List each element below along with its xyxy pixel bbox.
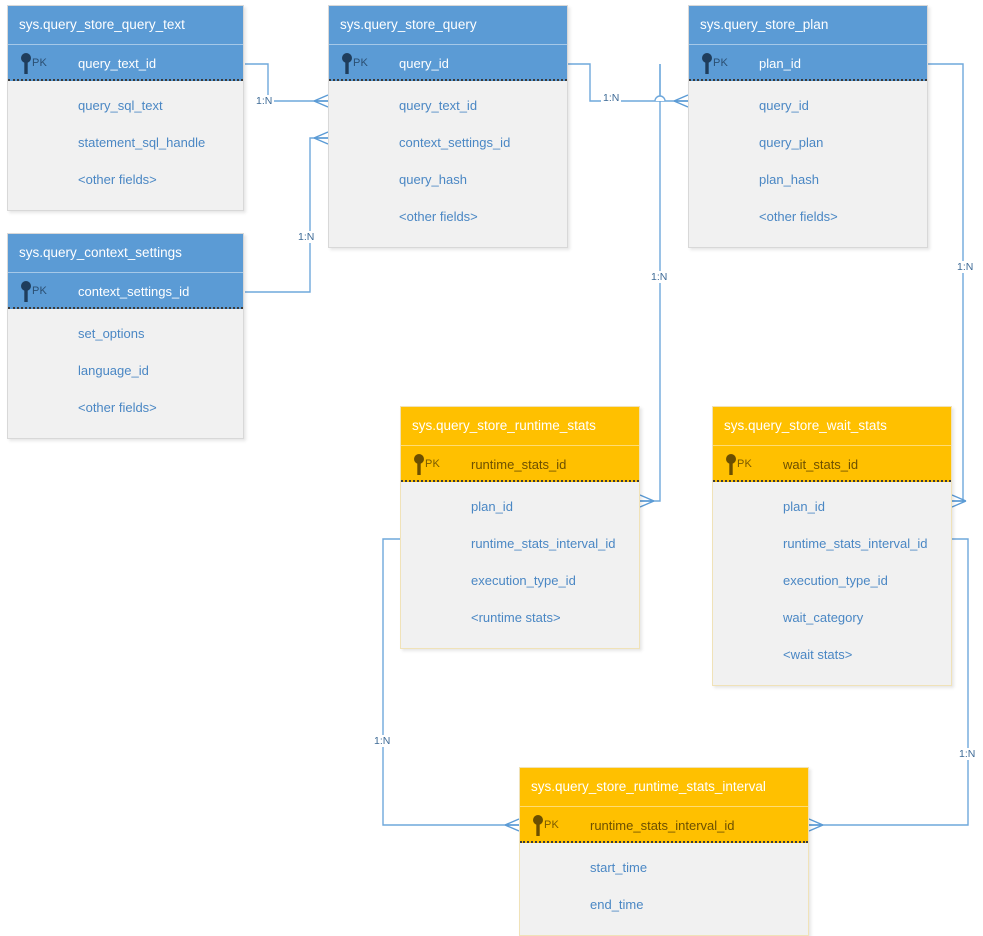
- key-icon: [21, 53, 31, 74]
- entity-title: sys.query_store_runtime_stats_interval: [520, 768, 808, 806]
- entity-field: execution_type_id: [783, 573, 888, 588]
- entity-field-list: query_text_id context_settings_id query_…: [329, 81, 567, 247]
- pk-badge: PK: [737, 458, 753, 470]
- entity-query-store-wait-stats[interactable]: sys.query_store_wait_stats PK wait_stats…: [712, 406, 952, 686]
- entity-title: sys.query_store_plan: [689, 6, 927, 44]
- key-icon: [702, 53, 712, 74]
- pk-badge: PK: [544, 819, 560, 831]
- pk-badge: PK: [32, 285, 48, 297]
- pk-field-name: query_id: [399, 56, 449, 71]
- edge-context-settings-to-query: [245, 137, 328, 293]
- entity-field-list: plan_id runtime_stats_interval_id execut…: [401, 482, 639, 648]
- edge-label-context-settings-to-query: 1:N: [296, 231, 317, 243]
- entity-field: context_settings_id: [399, 135, 511, 150]
- entity-field: <other fields>: [759, 209, 838, 224]
- entity-field: query_sql_text: [78, 98, 163, 113]
- entity-field: <other fields>: [78, 400, 157, 415]
- entity-query-store-runtime-stats-interval[interactable]: sys.query_store_runtime_stats_interval P…: [519, 767, 809, 936]
- entity-field: plan_id: [471, 499, 513, 514]
- entity-title: sys.query_context_settings: [8, 234, 243, 272]
- entity-field-list: set_options language_id <other fields>: [8, 309, 243, 438]
- pk-field-name: wait_stats_id: [783, 457, 859, 472]
- entity-field-list: plan_id runtime_stats_interval_id execut…: [713, 482, 951, 685]
- entity-query-store-plan[interactable]: sys.query_store_plan PK plan_id query_id…: [688, 5, 928, 248]
- entity-primary-key-row: PK query_id: [329, 44, 567, 81]
- entity-query-store-query-text[interactable]: sys.query_store_query_text PK query_text…: [7, 5, 244, 211]
- pk-field-name: runtime_stats_id: [471, 457, 567, 472]
- key-icon: [414, 454, 424, 475]
- entity-primary-key-row: PK runtime_stats_id: [401, 445, 639, 482]
- entity-field-list: query_id query_plan plan_hash <other fie…: [689, 81, 927, 247]
- edge-label-query-text-to-query: 1:N: [254, 95, 275, 107]
- pk-field-name: plan_id: [759, 56, 801, 71]
- pk-field-name: query_text_id: [78, 56, 157, 71]
- pk-field-name: runtime_stats_interval_id: [590, 818, 735, 833]
- entity-field: query_hash: [399, 172, 467, 187]
- edge-label-plan-to-runtime-stats: 1:N: [649, 271, 670, 283]
- entity-title: sys.query_store_runtime_stats: [401, 407, 639, 445]
- entity-title: sys.query_store_wait_stats: [713, 407, 951, 445]
- pk-field-name: context_settings_id: [78, 284, 190, 299]
- entity-field: start_time: [590, 860, 648, 875]
- entity-field: query_id: [759, 98, 809, 113]
- entity-field-list: query_sql_text statement_sql_handle <oth…: [8, 81, 243, 210]
- entity-field: runtime_stats_interval_id: [783, 536, 928, 551]
- edge-label-plan-to-wait-stats: 1:N: [955, 261, 976, 273]
- entity-primary-key-row: PK query_text_id: [8, 44, 243, 81]
- entity-title: sys.query_store_query: [329, 6, 567, 44]
- entity-field: plan_hash: [759, 172, 819, 187]
- pk-badge: PK: [32, 57, 48, 69]
- entity-field: <other fields>: [78, 172, 157, 187]
- entity-field: set_options: [78, 326, 145, 341]
- pk-badge: PK: [713, 57, 729, 69]
- entity-primary-key-row: PK context_settings_id: [8, 272, 243, 309]
- edge-label-interval-to-runtime-stats: 1:N: [372, 735, 393, 747]
- entity-field: execution_type_id: [471, 573, 576, 588]
- entity-field: wait_category: [783, 610, 864, 625]
- pk-badge: PK: [425, 458, 441, 470]
- entity-query-context-settings[interactable]: sys.query_context_settings PK context_se…: [7, 233, 244, 439]
- entity-primary-key-row: PK wait_stats_id: [713, 445, 951, 482]
- entity-field: runtime_stats_interval_id: [471, 536, 616, 551]
- entity-field: query_text_id: [399, 98, 478, 113]
- entity-primary-key-row: PK plan_id: [689, 44, 927, 81]
- key-icon: [21, 281, 31, 302]
- entity-query-store-runtime-stats[interactable]: sys.query_store_runtime_stats PK runtime…: [400, 406, 640, 649]
- entity-primary-key-row: PK runtime_stats_interval_id: [520, 806, 808, 843]
- entity-field-list: start_time end_time: [520, 843, 808, 935]
- entity-field: language_id: [78, 363, 149, 378]
- key-icon: [726, 454, 736, 475]
- edge-label-query-to-plan: 1:N: [601, 92, 622, 104]
- entity-field: <wait stats>: [783, 647, 853, 662]
- entity-field: query_plan: [759, 135, 824, 150]
- edge-label-interval-to-wait-stats: 1:N: [957, 748, 978, 760]
- key-icon: [342, 53, 352, 74]
- entity-field: <other fields>: [399, 209, 478, 224]
- line-hop: [654, 95, 666, 102]
- pk-badge: PK: [353, 57, 369, 69]
- entity-title: sys.query_store_query_text: [8, 6, 243, 44]
- entity-field: plan_id: [783, 499, 825, 514]
- entity-field: end_time: [590, 897, 644, 912]
- entity-field: <runtime stats>: [471, 610, 561, 625]
- entity-query-store-query[interactable]: sys.query_store_query PK query_id query_…: [328, 5, 568, 248]
- entity-field: statement_sql_handle: [78, 135, 206, 150]
- key-icon: [533, 815, 543, 836]
